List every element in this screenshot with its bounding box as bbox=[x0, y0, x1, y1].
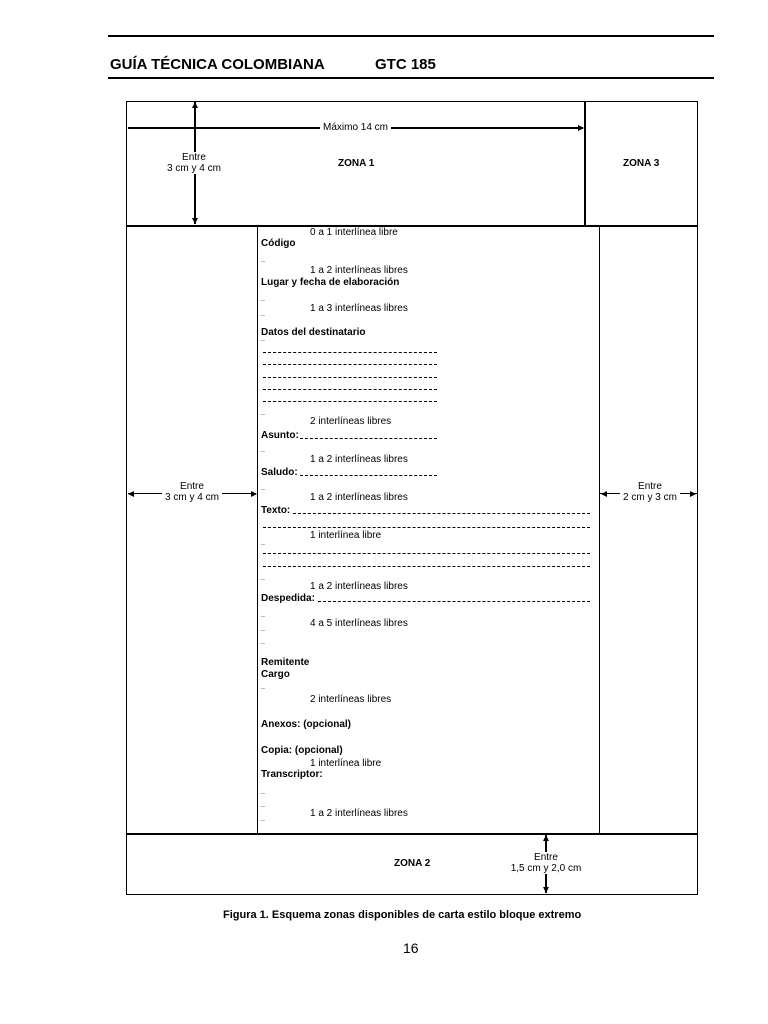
line-tick bbox=[261, 806, 265, 807]
zone1-label: ZONA 1 bbox=[338, 158, 375, 169]
max-width-label: Máximo 14 cm bbox=[323, 122, 389, 133]
arrow-left-icon bbox=[601, 491, 607, 497]
line-tick bbox=[261, 261, 265, 262]
arrow-down-icon bbox=[192, 218, 198, 224]
line-tick bbox=[261, 451, 265, 452]
max-width-measure-line-right bbox=[391, 127, 583, 129]
spacing-note: 1 a 2 interlíneas libres bbox=[310, 808, 408, 819]
arrow-left-icon bbox=[128, 491, 134, 497]
transcriptor-label: Transcriptor: bbox=[261, 769, 323, 780]
bottom-zone-divider bbox=[126, 833, 698, 835]
texto-line bbox=[293, 513, 590, 514]
document-code: GTC 185 bbox=[375, 56, 436, 73]
top-height-label: Entre 3 cm y 4 cm bbox=[150, 152, 238, 174]
arrow-up-icon bbox=[543, 835, 549, 841]
saludo-line bbox=[300, 475, 437, 476]
zone2-label: ZONA 2 bbox=[394, 858, 431, 869]
document-title: GUÍA TÉCNICA COLOMBIANA bbox=[110, 56, 325, 73]
line-tick bbox=[261, 315, 265, 316]
destinatario-line bbox=[263, 401, 437, 402]
destinatario-line bbox=[263, 352, 437, 353]
spacing-note: 4 a 5 interlíneas libres bbox=[310, 618, 408, 629]
line-tick bbox=[261, 489, 265, 490]
anexos-label: Anexos: (opcional) bbox=[261, 719, 352, 730]
spacing-note: 1 interlínea libre bbox=[310, 530, 382, 541]
asunto-label: Asunto: bbox=[261, 430, 299, 441]
line-tick bbox=[261, 544, 265, 545]
cargo-label: Cargo bbox=[261, 669, 290, 680]
arrow-down-icon bbox=[543, 887, 549, 893]
texto-line bbox=[263, 566, 590, 567]
top-height-label-line2: 3 cm y 4 cm bbox=[167, 163, 221, 174]
arrow-up-icon bbox=[192, 102, 198, 108]
top-height-label-line1: Entre bbox=[182, 152, 206, 163]
figure-caption: Figura 1. Esquema zonas disponibles de c… bbox=[223, 909, 582, 921]
body-left-border bbox=[257, 225, 258, 834]
line-tick bbox=[261, 643, 265, 644]
right-margin-label-line2: 2 cm y 3 cm bbox=[623, 492, 677, 503]
copia-label: Copia: (opcional) bbox=[261, 745, 343, 756]
spacing-note: 1 a 2 interlíneas libres bbox=[310, 454, 408, 465]
spacing-note: 2 interlíneas libres bbox=[310, 416, 392, 427]
zone3-divider bbox=[584, 101, 586, 226]
line-tick bbox=[261, 340, 265, 341]
spacing-note: 0 a 1 interlínea libre bbox=[310, 227, 398, 238]
arrow-right-icon bbox=[251, 491, 257, 497]
destinatario-line bbox=[263, 364, 437, 365]
line-tick bbox=[261, 579, 265, 580]
saludo-label: Saludo: bbox=[261, 467, 298, 478]
header-bottom-rule bbox=[108, 77, 714, 79]
letter-layout-diagram bbox=[126, 101, 698, 895]
spacing-note: 1 a 2 interlíneas libres bbox=[310, 265, 408, 276]
destinatario-line bbox=[263, 389, 437, 390]
despedida-label: Despedida: bbox=[261, 593, 315, 604]
asunto-line bbox=[300, 438, 437, 439]
lugar-fecha-label: Lugar y fecha de elaboración bbox=[261, 277, 400, 288]
arrow-right-icon bbox=[578, 125, 584, 131]
page-number: 16 bbox=[403, 940, 419, 956]
arrow-right-icon bbox=[690, 491, 696, 497]
header-top-rule bbox=[108, 35, 714, 37]
codigo-label: Código bbox=[261, 238, 296, 249]
top-zone-divider bbox=[126, 225, 698, 227]
left-margin-label-line1: Entre bbox=[180, 481, 204, 492]
line-tick bbox=[261, 300, 265, 301]
line-tick bbox=[261, 414, 265, 415]
texto-label: Texto: bbox=[261, 505, 291, 516]
destinatario-line bbox=[263, 377, 437, 378]
bottom-margin-label: Entre 1,5 cm y 2,0 cm bbox=[505, 852, 587, 874]
zone3-label: ZONA 3 bbox=[623, 158, 660, 169]
line-tick bbox=[261, 616, 265, 617]
despedida-line bbox=[318, 601, 590, 602]
destinatario-label: Datos del destinatario bbox=[261, 327, 366, 338]
right-margin-label-line1: Entre bbox=[638, 481, 662, 492]
spacing-note: 1 a 3 interlíneas libres bbox=[310, 303, 408, 314]
remitente-label: Remitente bbox=[261, 657, 310, 668]
bottom-margin-label-line1: Entre bbox=[534, 852, 558, 863]
line-tick bbox=[261, 793, 265, 794]
left-margin-label: Entre 3 cm y 4 cm bbox=[162, 481, 222, 503]
left-margin-label-line2: 3 cm y 4 cm bbox=[165, 492, 219, 503]
texto-line bbox=[263, 527, 590, 528]
spacing-note: 2 interlíneas libres bbox=[310, 694, 392, 705]
spacing-note: 1 interlínea libre bbox=[310, 758, 382, 769]
line-tick bbox=[261, 630, 265, 631]
line-tick bbox=[261, 820, 265, 821]
body-right-border bbox=[599, 225, 600, 834]
right-margin-label: Entre 2 cm y 3 cm bbox=[620, 481, 680, 503]
max-width-measure-line-left bbox=[128, 127, 320, 129]
spacing-note: 1 a 2 interlíneas libres bbox=[310, 492, 408, 503]
bottom-margin-label-line2: 1,5 cm y 2,0 cm bbox=[510, 863, 582, 874]
texto-line bbox=[263, 553, 590, 554]
line-tick bbox=[261, 688, 265, 689]
spacing-note: 1 a 2 interlíneas libres bbox=[310, 581, 408, 592]
